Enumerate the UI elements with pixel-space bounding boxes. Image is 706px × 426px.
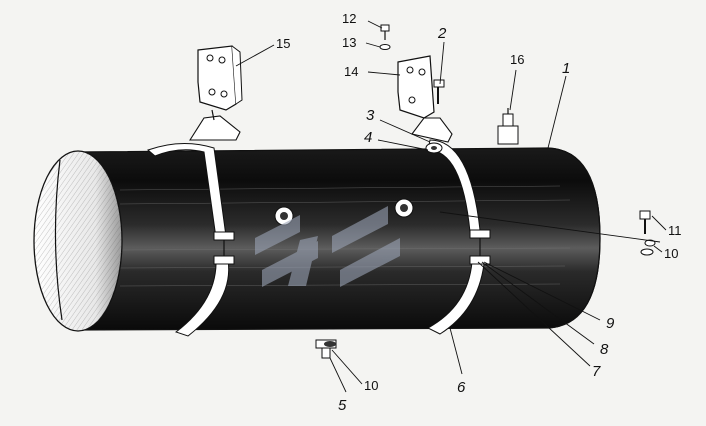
callout-14: 14 — [344, 64, 358, 79]
leader-lines — [235, 20, 667, 393]
callout-4: 4 — [364, 129, 372, 146]
valve-16-icon — [497, 108, 519, 145]
callout-10-right: 10 — [664, 246, 678, 261]
left-mounting-strap — [147, 142, 235, 337]
bolt-11-icon — [639, 210, 651, 234]
callout-9: 9 — [606, 315, 615, 332]
bolt-2-icon — [433, 79, 445, 104]
washer-13-icon — [379, 44, 391, 50]
watermark-logo — [255, 206, 400, 287]
callout-12: 12 — [342, 11, 356, 26]
callout-5: 5 — [338, 397, 347, 414]
callout-15: 15 — [276, 36, 290, 51]
tank-dome-end — [33, 150, 123, 332]
callout-7: 7 — [592, 363, 601, 380]
callout-labels: 1 2 3 4 5 6 7 8 9 10 10 11 12 13 14 15 1… — [276, 11, 682, 414]
callout-3: 3 — [366, 107, 375, 124]
callout-2: 2 — [437, 25, 447, 42]
callout-16: 16 — [510, 52, 524, 67]
callout-6: 6 — [457, 379, 466, 396]
callout-1: 1 — [562, 60, 570, 77]
callout-13: 13 — [342, 35, 356, 50]
bolt-12-icon — [380, 24, 390, 40]
left-support-bracket — [188, 45, 243, 141]
right-support-bracket — [379, 24, 453, 143]
callout-10-bottom: 10 — [364, 378, 378, 393]
callout-8: 8 — [600, 341, 609, 358]
nut-10-icon — [640, 248, 654, 256]
tank-fittings — [274, 142, 443, 226]
washer-10-icon — [644, 239, 656, 247]
drain-valve-5-icon — [315, 339, 337, 359]
callout-11: 11 — [668, 223, 682, 238]
